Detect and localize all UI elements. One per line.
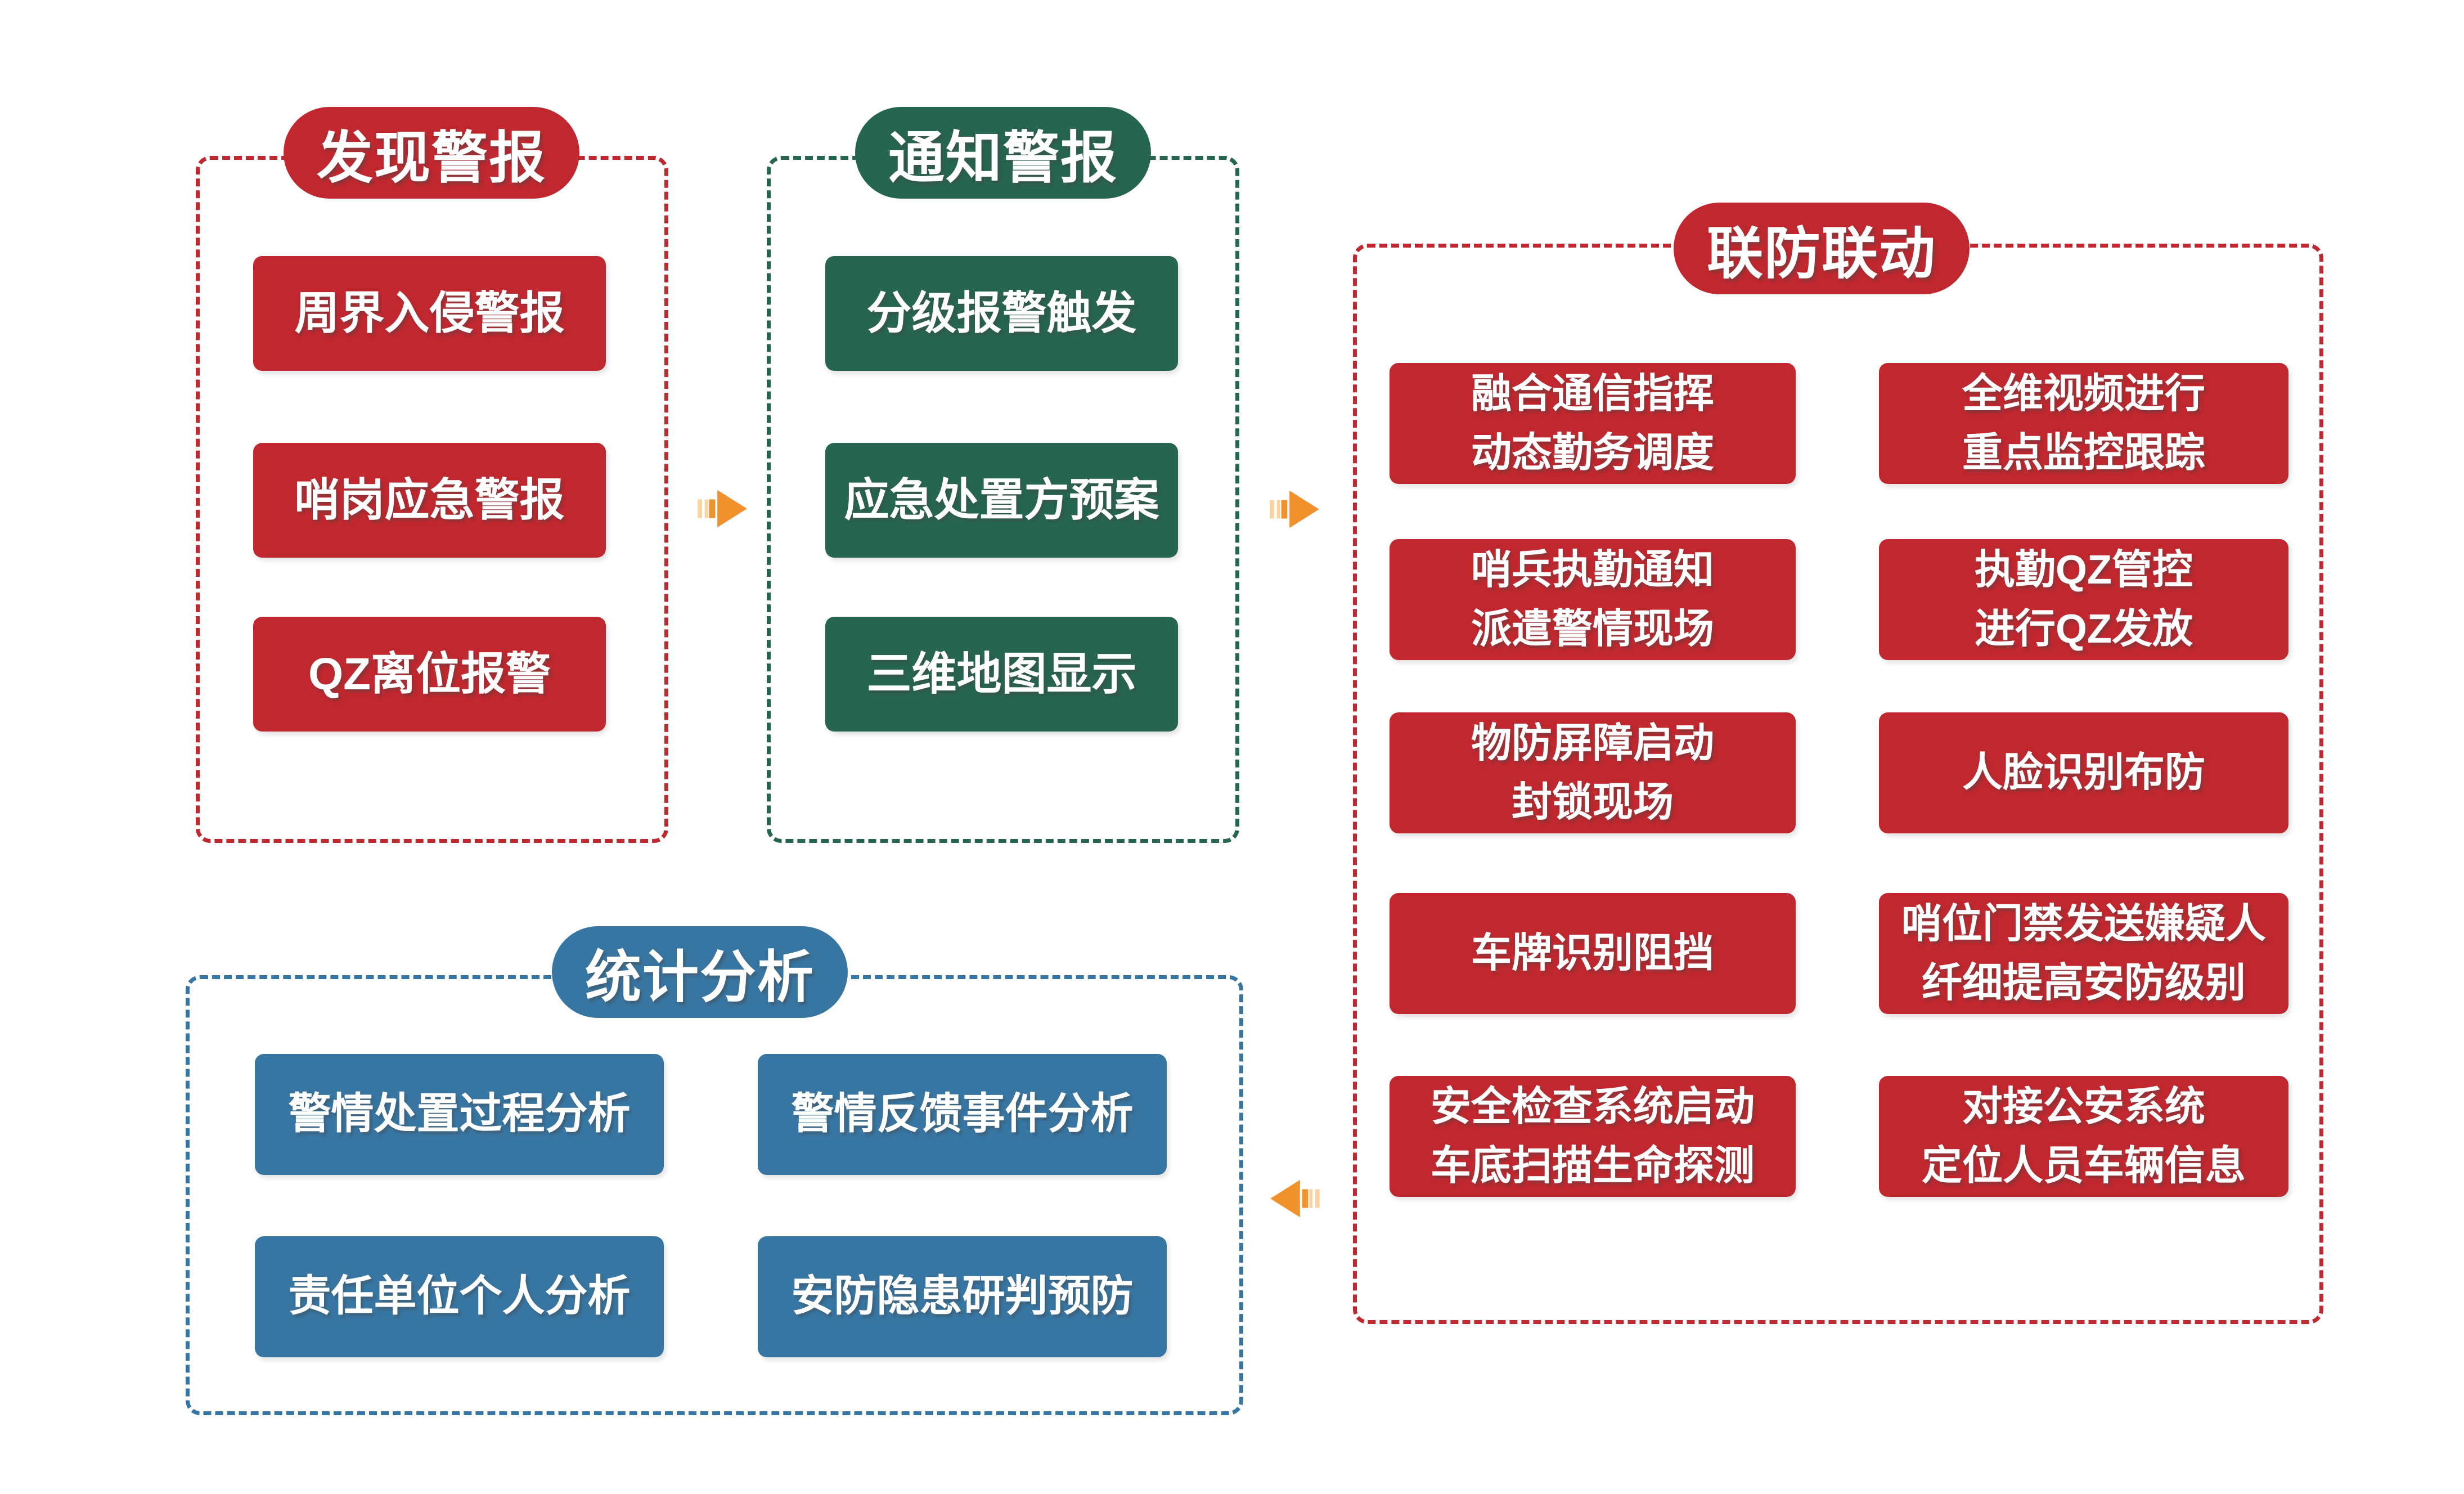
pill-discover-alarm: 发现警报	[284, 107, 579, 199]
node-physical-barrier-lockdown: 物防屏障启动 封锁现场	[1390, 712, 1796, 833]
node-access-suspect-alert: 哨位门禁发送嫌疑人 纤细提高安防级别	[1879, 893, 2288, 1014]
node-security-check-scan: 安全检查系统启动 车底扫描生命探测	[1390, 1076, 1796, 1197]
node-emergency-plan: 应急处置方预案	[825, 443, 1178, 558]
node-hidden-danger-analysis: 安防隐患研判预防	[758, 1236, 1167, 1357]
node-qz-offposition-alarm: QZ离位报警	[253, 617, 606, 732]
pill-statistics: 统计分析	[552, 926, 848, 1018]
node-police-system-link: 对接公安系统 定位人员车辆信息	[1879, 1076, 2288, 1197]
node-responsible-unit-analysis: 责任单位个人分析	[255, 1236, 664, 1357]
arrow-right-icon-notify-to-joint	[1270, 490, 1319, 528]
node-graded-alarm-trigger: 分级报警触发	[825, 256, 1178, 371]
arrow-left-icon-joint-to-stats	[1270, 1179, 1320, 1218]
node-alarm-feedback-analysis: 警情反馈事件分析	[758, 1054, 1167, 1175]
node-3d-map-display: 三维地图显示	[825, 617, 1178, 732]
node-fused-comm-dispatch: 融合通信指挥 动态勤务调度	[1390, 363, 1796, 484]
node-duty-qz-control: 执勤QZ管控 进行QZ发放	[1879, 539, 2288, 660]
node-perimeter-intrusion-alarm: 周界入侵警报	[253, 256, 606, 371]
node-face-recognition-defense: 人脸识别布防	[1879, 712, 2288, 833]
arrow-right-icon-discover-to-notify	[698, 490, 747, 528]
pill-notify-alarm: 通知警报	[855, 107, 1151, 199]
node-plate-recognition-block: 车牌识别阻挡	[1390, 893, 1796, 1014]
node-alarm-handling-analysis: 警情处置过程分析	[255, 1054, 664, 1175]
node-full-video-tracking: 全维视频进行 重点监控跟踪	[1879, 363, 2288, 484]
node-sentry-emergency-alarm: 哨岗应急警报	[253, 443, 606, 558]
node-sentry-duty-notice: 哨兵执勤通知 派遣警情现场	[1390, 539, 1796, 660]
pill-joint-defense: 联防联动	[1674, 203, 1970, 294]
